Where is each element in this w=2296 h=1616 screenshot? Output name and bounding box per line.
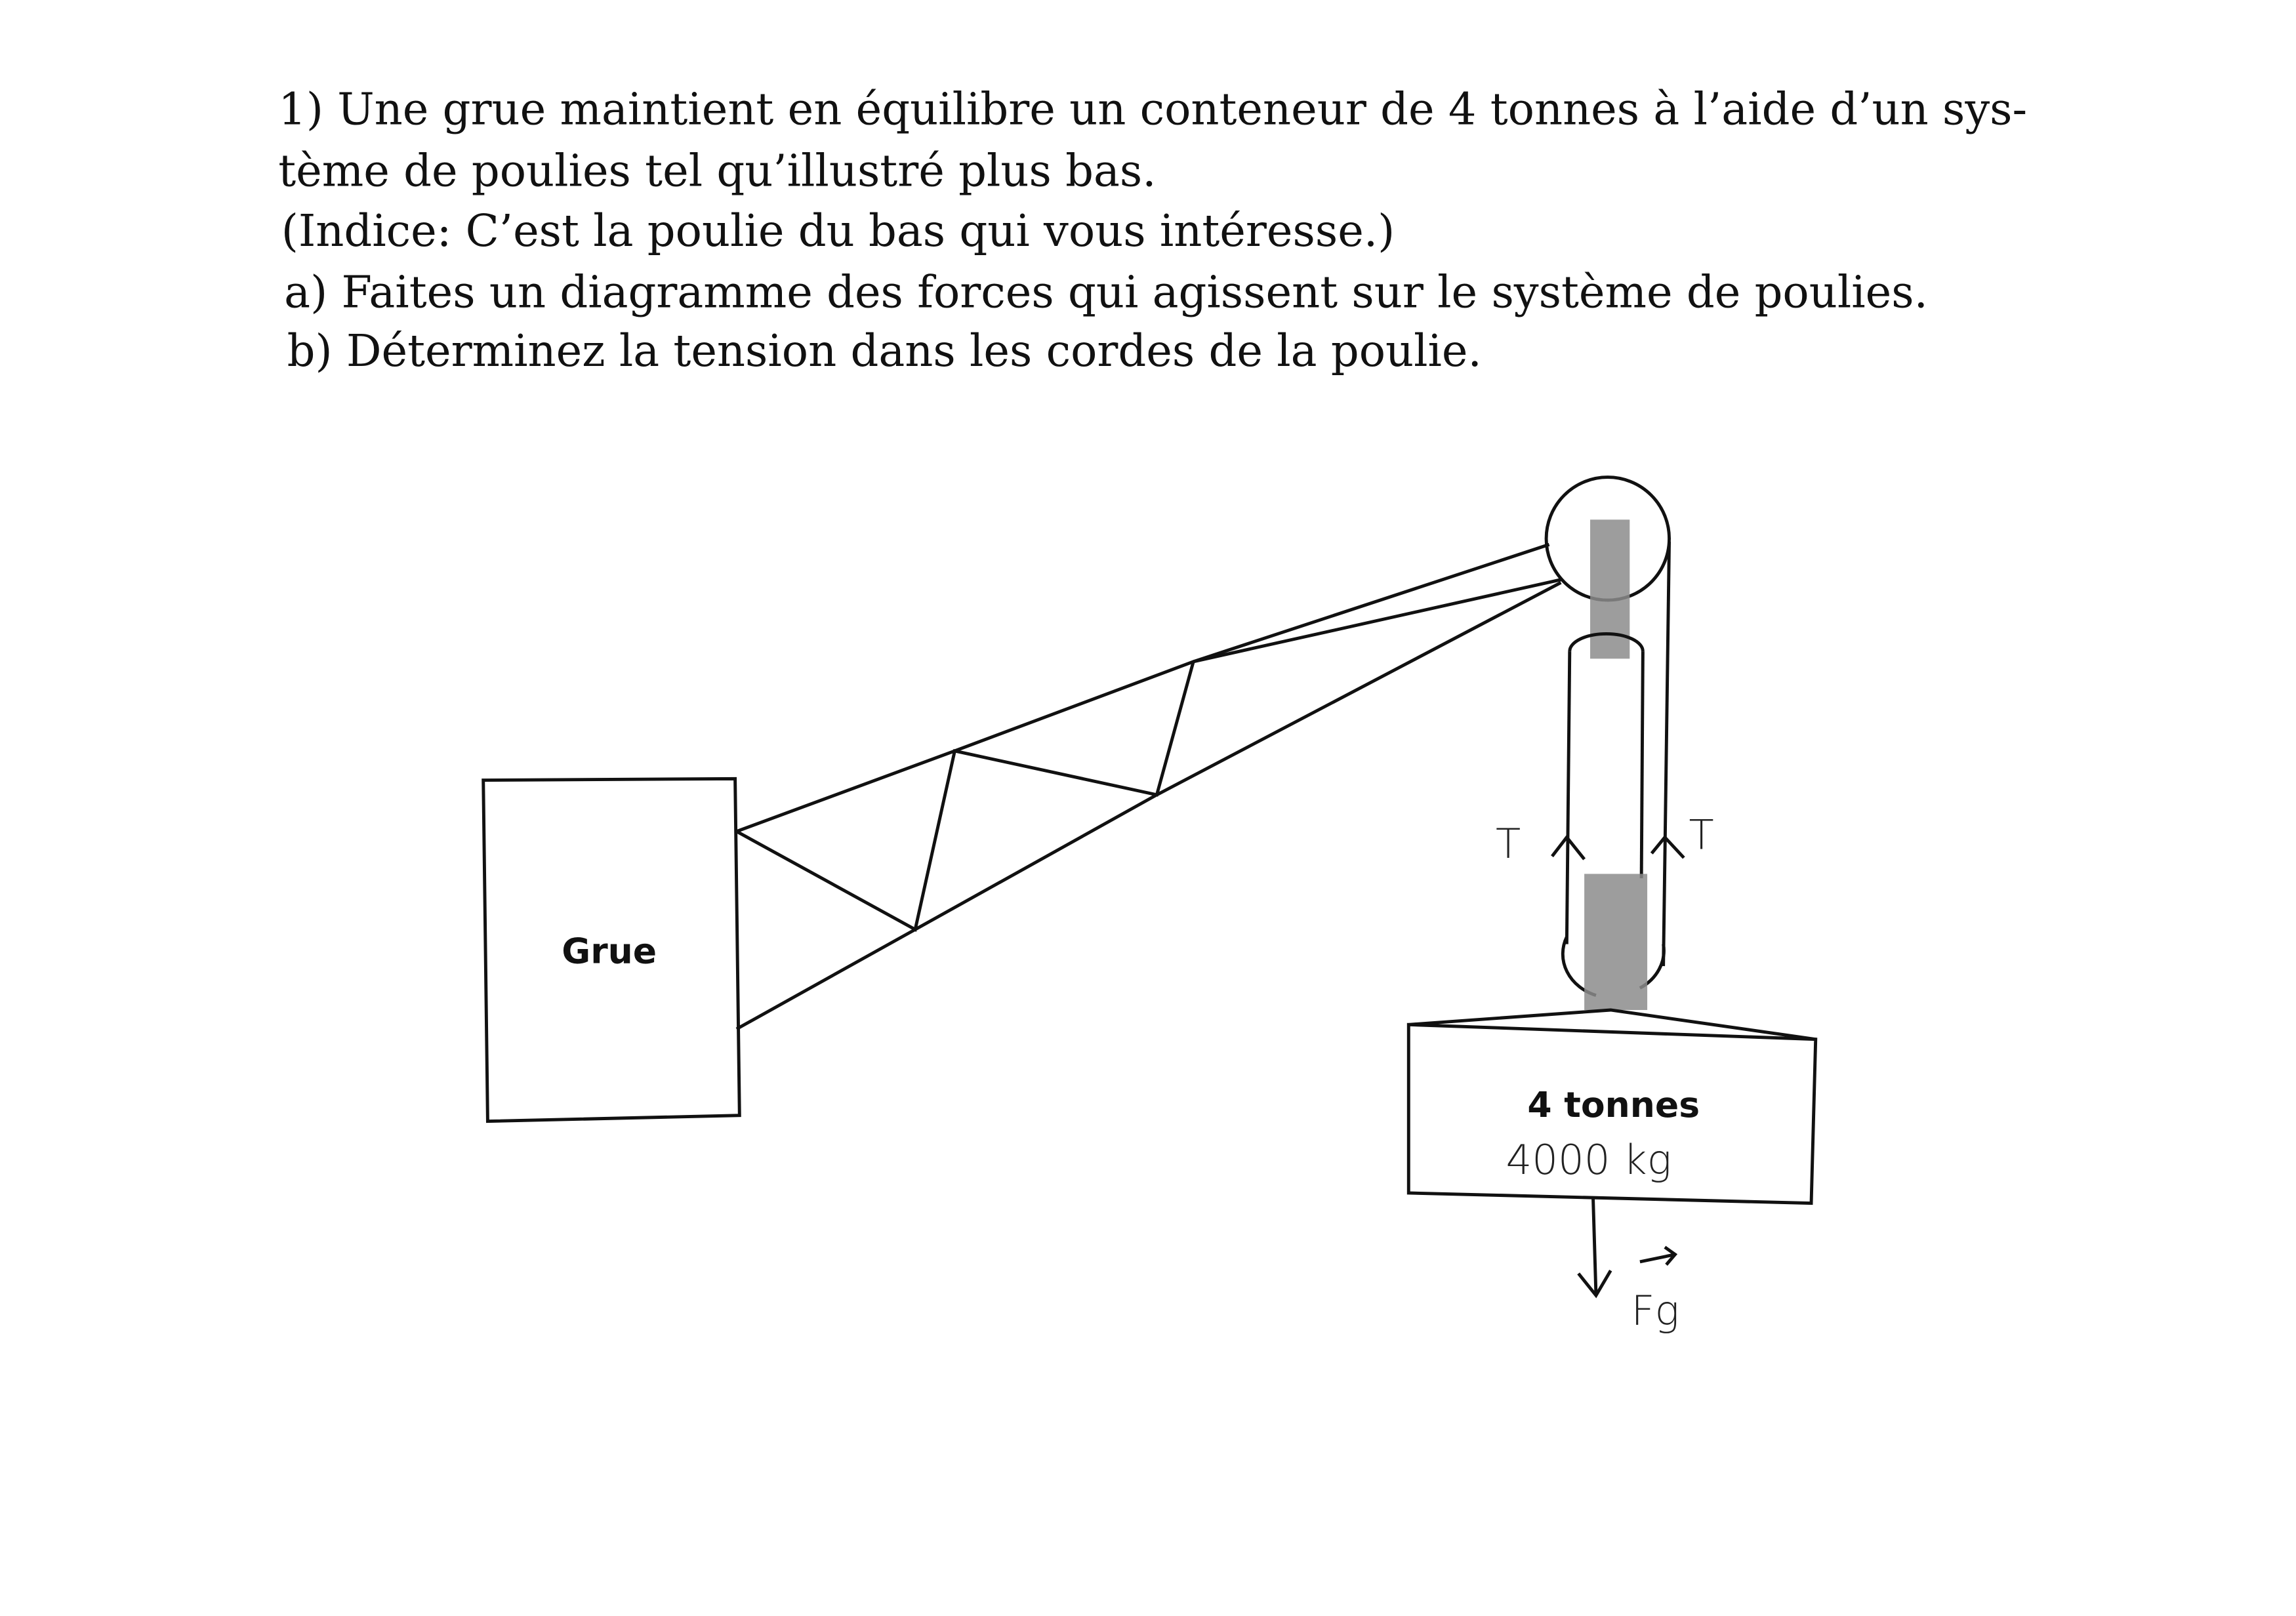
tension-arrows: T T [1496,811,1714,867]
problem-line-1: 1) Une grue maintient en équilibre un co… [278,84,2027,135]
gravity-force: Fg [1577,1197,1679,1335]
tension-label-right: T [1689,811,1714,859]
crane-diagram: Grue T T [482,475,1818,1335]
vector-arrow-icon [1639,1245,1678,1266]
gravity-arrow [1577,1197,1612,1299]
container-label: 4 tonnes [1527,1084,1700,1125]
tension-arrow-left [1551,834,1586,860]
crane-label: Grue [562,931,657,972]
hint-line: (Indice: C’est la poulie du bas qui vous… [281,205,1395,256]
bottom-pulley [1561,874,1666,1010]
ropes [1565,541,1671,967]
tension-arrow-right [1650,834,1685,859]
crane-boom-truss [735,542,1562,1031]
question-a: a) Faites un diagramme des forces qui ag… [284,267,1928,318]
problem-text: 1) Une grue maintient en équilibre un co… [278,84,2027,376]
handwritten-mass: 4000 kg [1506,1136,1672,1184]
problem-line-2: tème de poulies tel qu’illustré plus bas… [278,145,1156,196]
tension-label-left: T [1496,820,1521,868]
container: 4 tonnes 4000 kg [1406,1008,1818,1205]
gravity-label: Fg [1631,1287,1679,1335]
crane-body: Grue [482,777,741,1123]
question-b: b) Déterminez la tension dans les cordes… [287,325,1482,376]
top-pulley [1544,475,1671,659]
